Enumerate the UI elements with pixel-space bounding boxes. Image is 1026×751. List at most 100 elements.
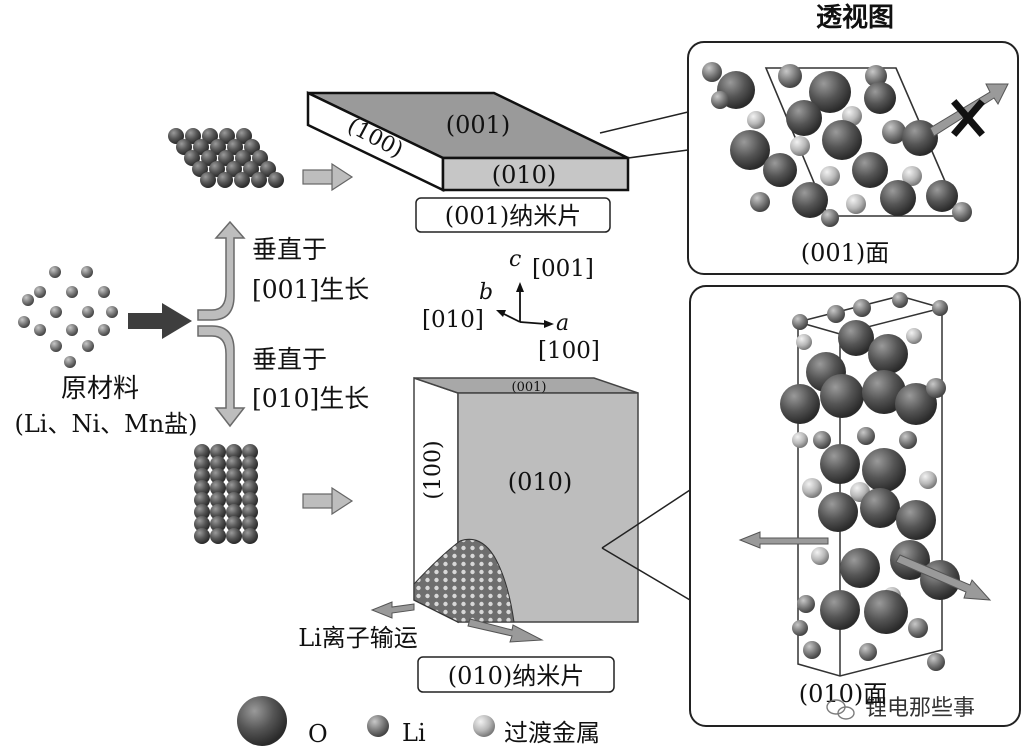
cluster-atom <box>194 504 210 520</box>
growth-upper-line1: 垂直于 <box>252 235 327 264</box>
slab-001-top-label: (001) <box>446 111 511 139</box>
watermark-text: 锂电那些事 <box>865 696 975 721</box>
raw-particle <box>50 306 62 318</box>
crystal-atom <box>797 595 815 613</box>
crystal-atom <box>711 91 729 109</box>
cluster-atom <box>226 456 242 472</box>
crystal-atom <box>778 64 802 88</box>
slab-001-caption-box <box>415 197 611 233</box>
axis-a-dir: [100] <box>538 338 600 364</box>
crystal-atom <box>818 492 858 532</box>
cluster-atom <box>226 504 242 520</box>
cluster-atom <box>210 139 226 155</box>
cluster-atom <box>219 128 235 144</box>
axis-c-dir: [001] <box>532 256 594 282</box>
crystal-atom <box>813 431 831 449</box>
cluster-atom <box>184 150 200 166</box>
cluster-atom <box>194 528 210 544</box>
crystal-atom <box>846 194 866 214</box>
cluster-atom <box>252 150 268 166</box>
crystal-atom <box>780 384 820 424</box>
cluster-atom <box>176 139 192 155</box>
crystal-atom <box>882 120 906 144</box>
crystal-atom <box>868 334 908 374</box>
cluster-atom <box>210 480 226 496</box>
cluster-atom <box>226 480 242 496</box>
crystal-atom <box>859 643 877 661</box>
crystal-atom <box>763 153 797 187</box>
cluster-atom <box>218 150 234 166</box>
crystal-atom <box>827 305 845 323</box>
crystal-atom <box>908 618 928 638</box>
raw-particle <box>106 306 118 318</box>
legend-tm-label: 过渡金属 <box>504 719 600 747</box>
cluster-atom <box>194 456 210 472</box>
cluster-arrow-bottom <box>302 486 354 516</box>
crystal-atom <box>840 548 880 588</box>
crystal-atom <box>750 192 770 212</box>
growth-lower-line2: [010]生长 <box>252 384 369 413</box>
cluster-atom <box>210 492 226 508</box>
legend-o-swatch <box>237 696 287 746</box>
crystal-atom <box>865 65 887 87</box>
raw-particle <box>81 266 93 278</box>
crystal-atom <box>892 292 908 308</box>
cluster-atom <box>226 468 242 484</box>
crystal-atom <box>952 202 972 222</box>
legend-li-label: Li <box>402 719 426 747</box>
raw-particle <box>34 286 46 298</box>
slab-010 <box>413 376 639 624</box>
raw-particle <box>82 306 94 318</box>
raw-particle <box>82 340 94 352</box>
crystal-atom <box>932 300 948 316</box>
cluster-atom <box>243 161 259 177</box>
crystal-atom <box>864 590 908 634</box>
crystal-atom <box>790 136 810 156</box>
cluster-arrow-top <box>302 162 354 192</box>
cluster-atom <box>227 139 243 155</box>
cluster-atom <box>210 504 226 520</box>
li-path-arrow-left <box>738 531 829 549</box>
cluster-atom <box>210 528 226 544</box>
crystal-atom <box>926 378 946 398</box>
perspective-001-caption: (001)面 <box>801 239 890 267</box>
cluster-atom <box>260 161 276 177</box>
legend-o-label: O <box>308 720 328 748</box>
li-transport-label: Li离子输运 <box>298 624 418 652</box>
cluster-atom <box>192 161 208 177</box>
cluster-atom <box>202 128 218 144</box>
crystal-atom <box>902 166 922 186</box>
platelet-cluster-001 <box>168 128 284 188</box>
slab-010-caption-box <box>417 656 615 693</box>
slab-001-caption: (001)纳米片 <box>445 202 582 230</box>
crystal-atom <box>809 71 851 113</box>
cluster-atom <box>185 128 201 144</box>
crystal-axes <box>496 282 554 328</box>
crystal-atom <box>792 314 808 330</box>
crystal-atom <box>860 488 900 528</box>
cluster-atom <box>217 172 233 188</box>
legend: O Li 过渡金属 <box>237 696 600 748</box>
slab-010-front-label: (010) <box>508 468 573 496</box>
crystal-atom <box>852 152 888 188</box>
crystal-atom <box>730 130 770 170</box>
cluster-atom <box>193 139 209 155</box>
slab-001-front-label: (010) <box>492 161 557 189</box>
crystal-atom <box>862 448 906 492</box>
crystal-atom <box>926 180 958 212</box>
crystal-atom <box>896 500 936 540</box>
raw-to-growth-arrow <box>128 303 192 339</box>
cluster-atom <box>242 468 258 484</box>
cluster-atom <box>194 516 210 532</box>
li-path-arrow-right <box>895 554 992 601</box>
growth-lower-line1: 垂直于 <box>252 345 327 374</box>
callout-lines <box>599 111 691 601</box>
raw-material-title: 原材料 <box>61 374 139 404</box>
raw-particle <box>66 286 78 298</box>
crystal-atom <box>853 299 871 317</box>
crystal-atom <box>902 120 938 156</box>
crystal-atom <box>811 547 829 565</box>
crystal-atom <box>899 431 917 449</box>
blocked-x-icon <box>951 99 985 137</box>
raw-particle <box>64 356 76 368</box>
